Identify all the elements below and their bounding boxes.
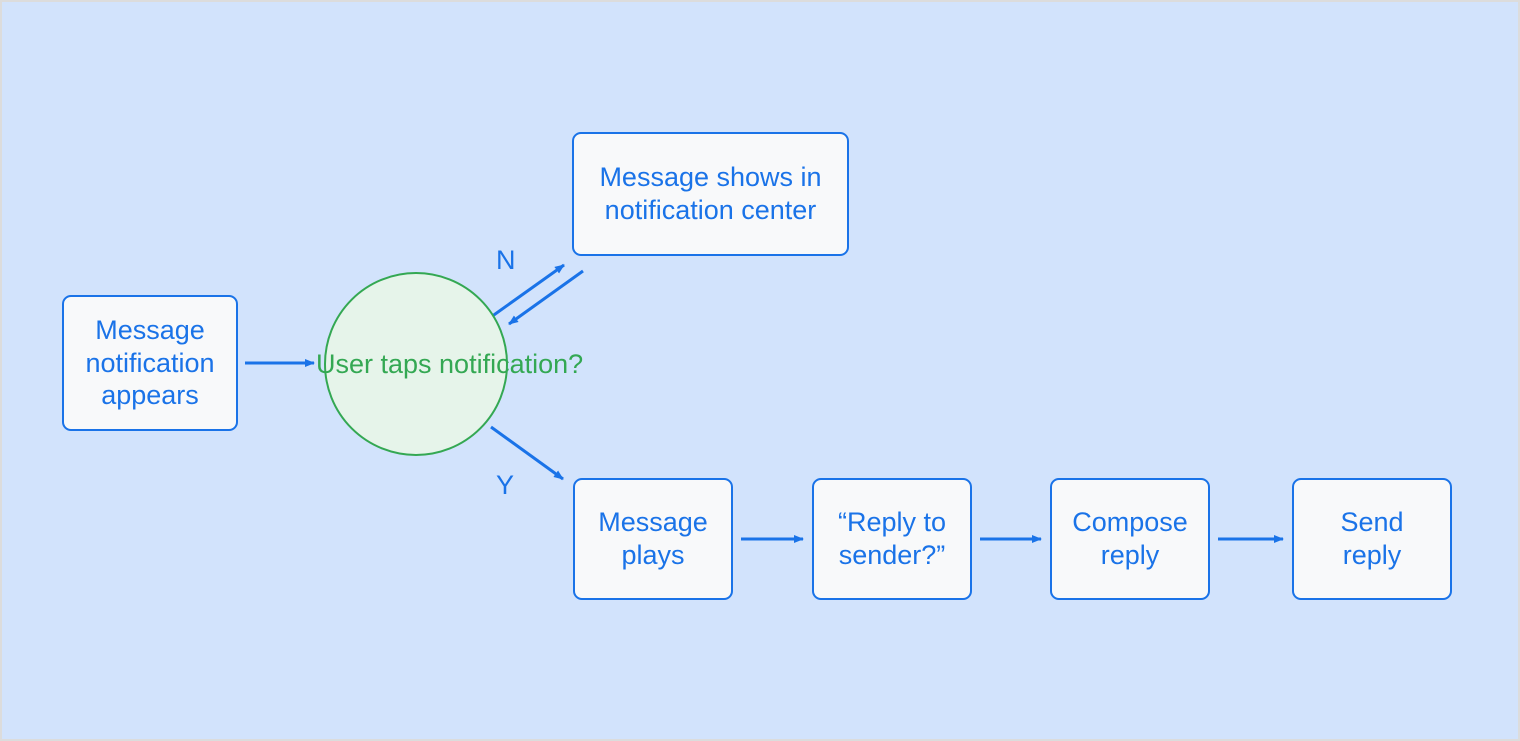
- node-message-notification-appears[interactable]: Message notification appears: [62, 295, 238, 431]
- node-send-reply[interactable]: Send reply: [1292, 478, 1452, 600]
- node-label: Message shows in notification center: [599, 162, 822, 225]
- node-message-shows-in-notification-center[interactable]: Message shows in notification center: [572, 132, 849, 256]
- connector-decision-to-center: [490, 263, 565, 319]
- node-label: Send reply: [1340, 507, 1404, 570]
- node-compose-reply[interactable]: Compose reply: [1050, 478, 1210, 600]
- node-label: User taps notification?: [316, 348, 584, 379]
- node-reply-to-sender[interactable]: “Reply to sender?”: [812, 478, 972, 600]
- node-label: Compose reply: [1072, 507, 1188, 570]
- node-label: Message plays: [598, 507, 708, 570]
- node-label: Message notification appears: [85, 314, 215, 411]
- connector-decision-to-plays: [490, 425, 564, 481]
- node-message-plays[interactable]: Message plays: [573, 478, 733, 600]
- node-label: “Reply to sender?”: [837, 507, 947, 570]
- branch-label-no: N: [496, 245, 516, 275]
- connector-center-to-decision: [508, 269, 584, 326]
- node-user-taps-notification[interactable]: User taps notification?: [316, 272, 583, 456]
- branch-label-yes: Y: [496, 470, 515, 500]
